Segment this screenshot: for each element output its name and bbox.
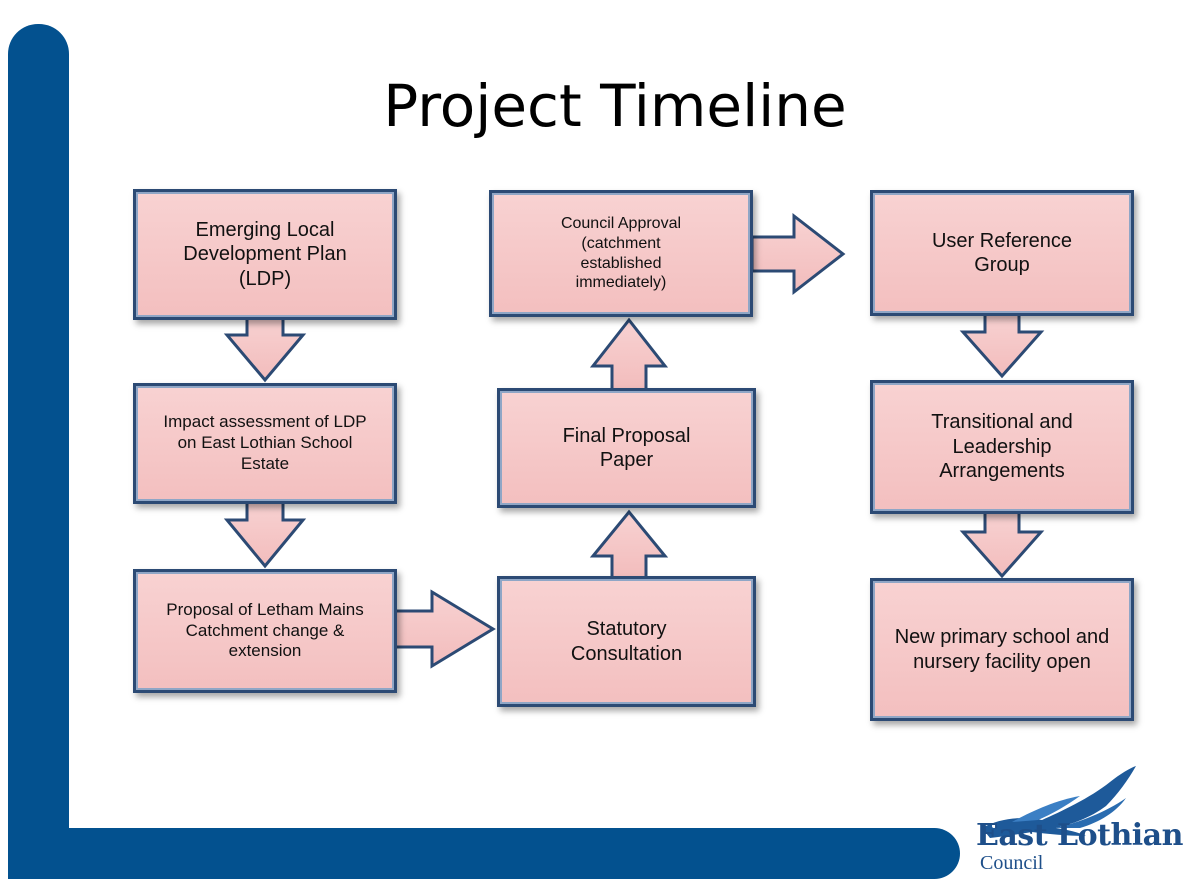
step-ldp: Emerging Local Development Plan (LDP)	[133, 189, 397, 320]
arrow-impact-to-proposal	[223, 500, 307, 569]
step-council-approval: Council Approval (catchment established …	[489, 190, 753, 317]
step-user-reference-group: User Reference Group	[870, 190, 1134, 316]
step-transitional-label: Transitional and Leadership Arrangements	[931, 411, 1073, 483]
step-impact-assessment-label: Impact assessment of LDP on East Lothian…	[163, 412, 367, 473]
step-proposal-label: Proposal of Letham Mains Catchment chang…	[166, 599, 364, 661]
frame-left-bar	[8, 24, 69, 879]
step-final-proposal-label: Final Proposal Paper	[562, 424, 691, 471]
step-statutory-consultation: Statutory Consultation	[497, 576, 756, 707]
logo-subtitle: Council	[980, 852, 1044, 874]
frame-bottom-bar	[8, 828, 960, 879]
arrow-consultation-to-final	[589, 509, 669, 580]
step-new-school: New primary school and nursery facility …	[870, 578, 1134, 721]
council-logo	[960, 760, 1197, 879]
arrow-ldp-to-impact	[223, 314, 307, 383]
arrow-usergroup-to-transitional	[959, 312, 1045, 379]
step-user-reference-group-label: User Reference Group	[931, 229, 1073, 276]
arrow-approval-to-usergroup	[750, 212, 846, 296]
step-statutory-consultation-label: Statutory Consultation	[570, 618, 683, 665]
step-council-approval-label: Council Approval (catchment established …	[560, 215, 682, 292]
page-title: Project Timeline	[383, 72, 847, 140]
arrow-transitional-to-newschool	[959, 510, 1045, 579]
step-ldp-label: Emerging Local Development Plan (LDP)	[183, 218, 347, 290]
logo-name: East Lothian	[976, 818, 1183, 853]
eagle-icon	[982, 766, 1136, 838]
step-proposal: Proposal of Letham Mains Catchment chang…	[133, 569, 397, 693]
step-new-school-label: New primary school and nursery facility …	[894, 626, 1110, 673]
arrow-final-to-approval	[589, 317, 669, 392]
step-transitional: Transitional and Leadership Arrangements	[870, 380, 1134, 514]
arrow-proposal-to-consultation	[388, 589, 496, 669]
step-final-proposal: Final Proposal Paper	[497, 388, 756, 508]
step-impact-assessment: Impact assessment of LDP on East Lothian…	[133, 383, 397, 504]
